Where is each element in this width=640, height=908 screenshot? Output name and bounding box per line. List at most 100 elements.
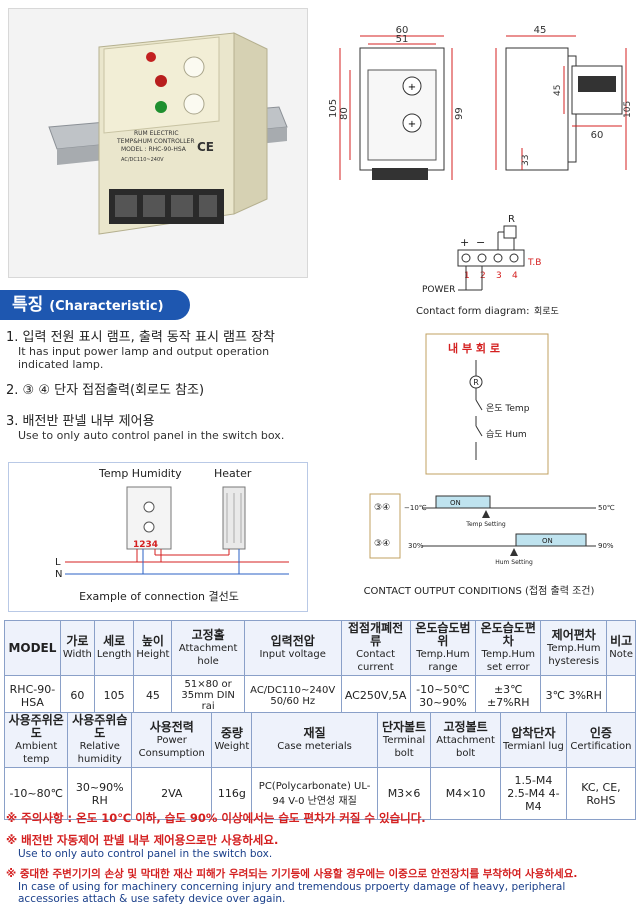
svg-text:+: + [408, 82, 416, 93]
led-pw [146, 52, 156, 62]
dim-side-45: 45 [553, 85, 563, 96]
dim-front-inner: 51 [396, 34, 409, 45]
output-tag-hum: ③④ [374, 539, 390, 549]
t2-attach-bolt: M4×10 [430, 767, 501, 820]
note-panel-en: Use to only auto control panel in the sw… [18, 848, 273, 860]
t2-cert: KC, CE, RoHS [565, 767, 637, 820]
feature-2-kor: 2. ③ ④ 단자 접점출력(회로도 참조) [6, 383, 205, 398]
wiring-terminals: 1234 [133, 540, 158, 550]
svg-text:CE: CE [197, 140, 214, 154]
t1-contact: AC250V,5A [340, 675, 411, 716]
t1-model: RHC-90-HSA [4, 675, 61, 716]
t2-ambient: -10~80℃ [3, 767, 69, 820]
note-safety-en: In case of using for machinery concernin… [18, 881, 566, 905]
contact-plus: + [460, 236, 469, 249]
dim-height-99: 99 [454, 107, 465, 120]
feature-3-eng: Use to only auto control panel in the sw… [18, 429, 285, 442]
dim-height-80: 80 [339, 107, 350, 120]
t1-error: ±3℃ ±7%RH [475, 675, 542, 716]
feature-1-eng: It has input power lamp and output opera… [18, 345, 270, 371]
t1-width: 60 [59, 675, 95, 716]
note-panel: ※ 배전반 자동제어 판넬 내부 제어용으로만 사용하세요. [6, 833, 279, 847]
spec-table-2-row: -10~80℃ 30~90% RH 2VA 116g PC(Polycarbon… [3, 767, 637, 820]
t1-hole: 51×80 or 35mm DIN rai [171, 675, 245, 716]
wiring-line-n: N [55, 569, 62, 580]
contact-diagrams: R + − T.B 1 2 3 4 POWER Contact form dia… [326, 210, 632, 612]
contact-terminal-3: 3 [496, 271, 502, 281]
contact-terminal-1: 1 [464, 271, 470, 281]
wiring-line-l: L [55, 557, 61, 568]
dim-height-105: 105 [328, 99, 339, 118]
t1-length: 105 [93, 675, 135, 716]
dim-bottom-60: 60 [591, 130, 604, 141]
internal-hum-contact: 습도 Hum [486, 429, 527, 440]
contact-tb-label: T.B [527, 258, 541, 268]
dim-bottom-33: 33 [521, 155, 531, 166]
hum-high: 90% [598, 542, 614, 550]
wiring-heater-label: Heater [214, 467, 252, 480]
t1-note [606, 675, 636, 716]
contact-power: POWER [422, 285, 455, 295]
internal-temp-contact: 온도 Temp [486, 403, 530, 414]
note-caution: ※ 주의사항 : 온도 10℃ 이하, 습도 90% 이상에서는 습도 편차가 … [6, 811, 426, 825]
output-tag-temp: ③④ [374, 503, 390, 513]
temp-setting: Temp Setting [465, 521, 506, 528]
internal-title: 내 부 회 로 [448, 341, 500, 355]
contact-caption-en: Contact form diagram: [416, 306, 530, 317]
spec-table-1-row: RHC-90-HSA 60 105 45 51×80 or 35mm DIN r… [4, 675, 636, 716]
notes: ※ 주의사항 : 온도 10℃ 이하, 습도 90% 이상에서는 습도 편차가 … [6, 810, 636, 905]
t2-lug: 1.5-M4 2.5-M4 4-M4 [499, 767, 567, 820]
t1-voltage: AC/DC110~240V 50/60 Hz [243, 675, 342, 716]
led-h [155, 101, 167, 113]
features-title-en: (Characteristic) [49, 299, 164, 314]
wiring-caption: Example of connection 결선도 [79, 590, 239, 603]
t1-range: -10~50℃ 30~90% [409, 675, 477, 716]
led-t [155, 75, 167, 87]
contact-r-label: R [508, 214, 515, 225]
t1-hyst: 3℃ 3%RH [540, 675, 608, 716]
wiring-temp-humidity-label: Temp Humidity [98, 467, 182, 480]
internal-relay: R [473, 378, 479, 387]
conditions-caption: CONTACT OUTPUT CONDITIONS (접점 출력 조건) [364, 585, 595, 597]
t2-power: 2VA [131, 767, 213, 820]
feature-1-kor: 1. 입력 전원 표시 램프, 출력 동작 표시 램프 장착 [6, 330, 276, 345]
t1-height: 45 [133, 675, 173, 716]
device-brand: RUM ELECTRIC [134, 130, 179, 137]
contact-caption-ko: 회로도 [534, 306, 559, 317]
product-photo: RUM ELECTRIC TEMP&HUM CONTROLLER MODEL :… [8, 8, 308, 278]
features-header: 특징 (Characteristic) [0, 290, 190, 320]
temp-low: −10℃ [404, 504, 427, 512]
contact-terminal-2: 2 [480, 271, 486, 281]
wiring-diagram: Temp Humidity Heater 1234 L N Example of… [8, 462, 308, 612]
hum-low: 30% [408, 542, 424, 550]
features-list: 1. 입력 전원 표시 램프, 출력 동작 표시 램프 장착 It has in… [6, 326, 318, 442]
t2-humidity: 30~90% RH [67, 767, 133, 820]
contact-minus: − [476, 236, 485, 249]
t1-h-model: MODEL [4, 620, 61, 676]
temp-on: ON [450, 499, 461, 507]
hum-setting: Hum Setting [495, 559, 533, 566]
device-name: TEMP&HUM CONTROLLER [116, 138, 195, 145]
dimension-drawing: + + 60 51 105 80 99 45 33 60 45 105 [326, 8, 633, 198]
